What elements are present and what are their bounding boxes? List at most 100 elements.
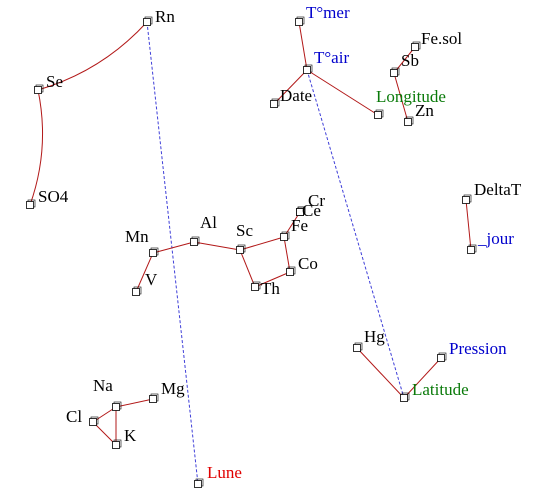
- node-longitude: Longitude: [374, 87, 446, 119]
- node-label-sb: Sb: [401, 51, 419, 70]
- edge-rn-lune: [146, 21, 199, 485]
- node-jour: _jour: [467, 229, 514, 254]
- node-marker: [34, 86, 42, 94]
- node-label-longitude: Longitude: [376, 87, 446, 106]
- node-marker: [149, 249, 157, 257]
- node-marker: [251, 283, 259, 291]
- node-k: K: [112, 426, 137, 449]
- node-marker: [411, 43, 419, 51]
- node-marker: [400, 394, 408, 402]
- node-ce: Ce: [296, 201, 321, 220]
- edge-pression-latitude: [403, 357, 442, 399]
- edge-mn-v: [135, 252, 154, 293]
- node-marker: [303, 66, 311, 74]
- node-label-cr: Cr: [308, 191, 325, 210]
- node-tmer: T°mer: [295, 3, 350, 26]
- edge-fe-co: [283, 236, 291, 273]
- edge-th-co: [254, 271, 291, 288]
- node-label-co: Co: [298, 254, 318, 273]
- node-label-pression: Pression: [449, 339, 507, 358]
- edge-tair-date: [273, 69, 308, 105]
- node-label-latitude: Latitude: [412, 380, 469, 399]
- node-th: Th: [251, 279, 280, 298]
- edge-layer: [29, 21, 472, 485]
- node-deltat: DeltaT: [462, 180, 522, 204]
- node-label-so4: SO4: [38, 187, 69, 206]
- node-marker: [236, 246, 244, 254]
- edge-sc-al: [193, 241, 241, 251]
- node-label-sc: Sc: [236, 221, 253, 240]
- node-zn: Zn: [404, 101, 434, 126]
- edge-fesol-sb: [393, 46, 416, 74]
- node-mn: Mn: [125, 227, 159, 257]
- node-label-tair: T°air: [314, 48, 349, 67]
- edge-tair-longitude: [306, 69, 379, 116]
- edge-sc-th: [239, 249, 256, 288]
- node-marker: [286, 268, 294, 276]
- node-label-k: K: [124, 426, 137, 445]
- node-marker: [89, 418, 97, 426]
- node-marker: [194, 480, 202, 488]
- edge-cr-fe: [283, 211, 301, 238]
- node-co: Co: [286, 254, 318, 276]
- node-v: V: [132, 270, 158, 296]
- node-hg: Hg: [353, 327, 385, 352]
- node-marker: [270, 100, 278, 108]
- node-fesol: Fe.sol: [411, 29, 462, 51]
- node-rn: Rn: [143, 7, 175, 26]
- node-label-deltat: DeltaT: [474, 180, 522, 199]
- node-label-mn: Mn: [125, 227, 149, 246]
- node-marker: [295, 18, 303, 26]
- node-label-v: V: [145, 270, 158, 289]
- node-sb: Sb: [390, 51, 419, 77]
- node-label-rn: Rn: [155, 7, 175, 26]
- node-marker: [404, 118, 412, 126]
- node-label-th: Th: [261, 279, 280, 298]
- edge-hg-latitude: [356, 347, 405, 399]
- edge-sb-zn: [393, 72, 409, 123]
- node-marker: [437, 354, 445, 362]
- node-marker: [190, 238, 198, 246]
- node-marker: [296, 208, 304, 216]
- node-marker: [374, 111, 382, 119]
- node-marker: [112, 441, 120, 449]
- node-marker: [467, 246, 475, 254]
- node-latitude: Latitude: [400, 380, 469, 402]
- node-marker: [132, 288, 140, 296]
- node-marker: [149, 395, 157, 403]
- node-label-zn: Zn: [415, 101, 434, 120]
- node-label-fesol: Fe.sol: [421, 29, 462, 48]
- node-cl: Cl: [66, 407, 99, 426]
- node-marker: [280, 233, 288, 241]
- node-al: Al: [190, 213, 217, 246]
- node-label-mg: Mg: [161, 379, 185, 398]
- node-label-ce: Ce: [302, 201, 321, 220]
- edge-tair-latitude: [306, 69, 405, 399]
- node-label-tmer: T°mer: [306, 3, 350, 22]
- node-se: Se: [34, 72, 63, 94]
- node-date: Date: [270, 86, 312, 108]
- node-na: Na: [93, 376, 122, 411]
- node-label-se: Se: [46, 72, 63, 91]
- node-tair: T°air: [303, 48, 349, 74]
- node-pression: Pression: [437, 339, 507, 362]
- node-label-date: Date: [280, 86, 312, 105]
- edge-al-mn: [152, 241, 195, 254]
- node-label-jour: _jour: [477, 229, 514, 248]
- node-label-lune: Lune: [207, 463, 242, 482]
- edge-rn-se: [37, 21, 148, 91]
- node-marker: [462, 196, 470, 204]
- edge-na-mg: [115, 398, 154, 408]
- node-marker: [26, 201, 34, 209]
- node-fe: Fe: [280, 216, 308, 241]
- node-label-al: Al: [200, 213, 217, 232]
- node-label-cl: Cl: [66, 407, 82, 426]
- node-label-na: Na: [93, 376, 113, 395]
- node-marker: [112, 403, 120, 411]
- node-marker: [353, 344, 361, 352]
- edge-tmer-tair: [298, 21, 308, 71]
- node-lune: Lune: [194, 463, 242, 488]
- node-mg: Mg: [149, 379, 185, 403]
